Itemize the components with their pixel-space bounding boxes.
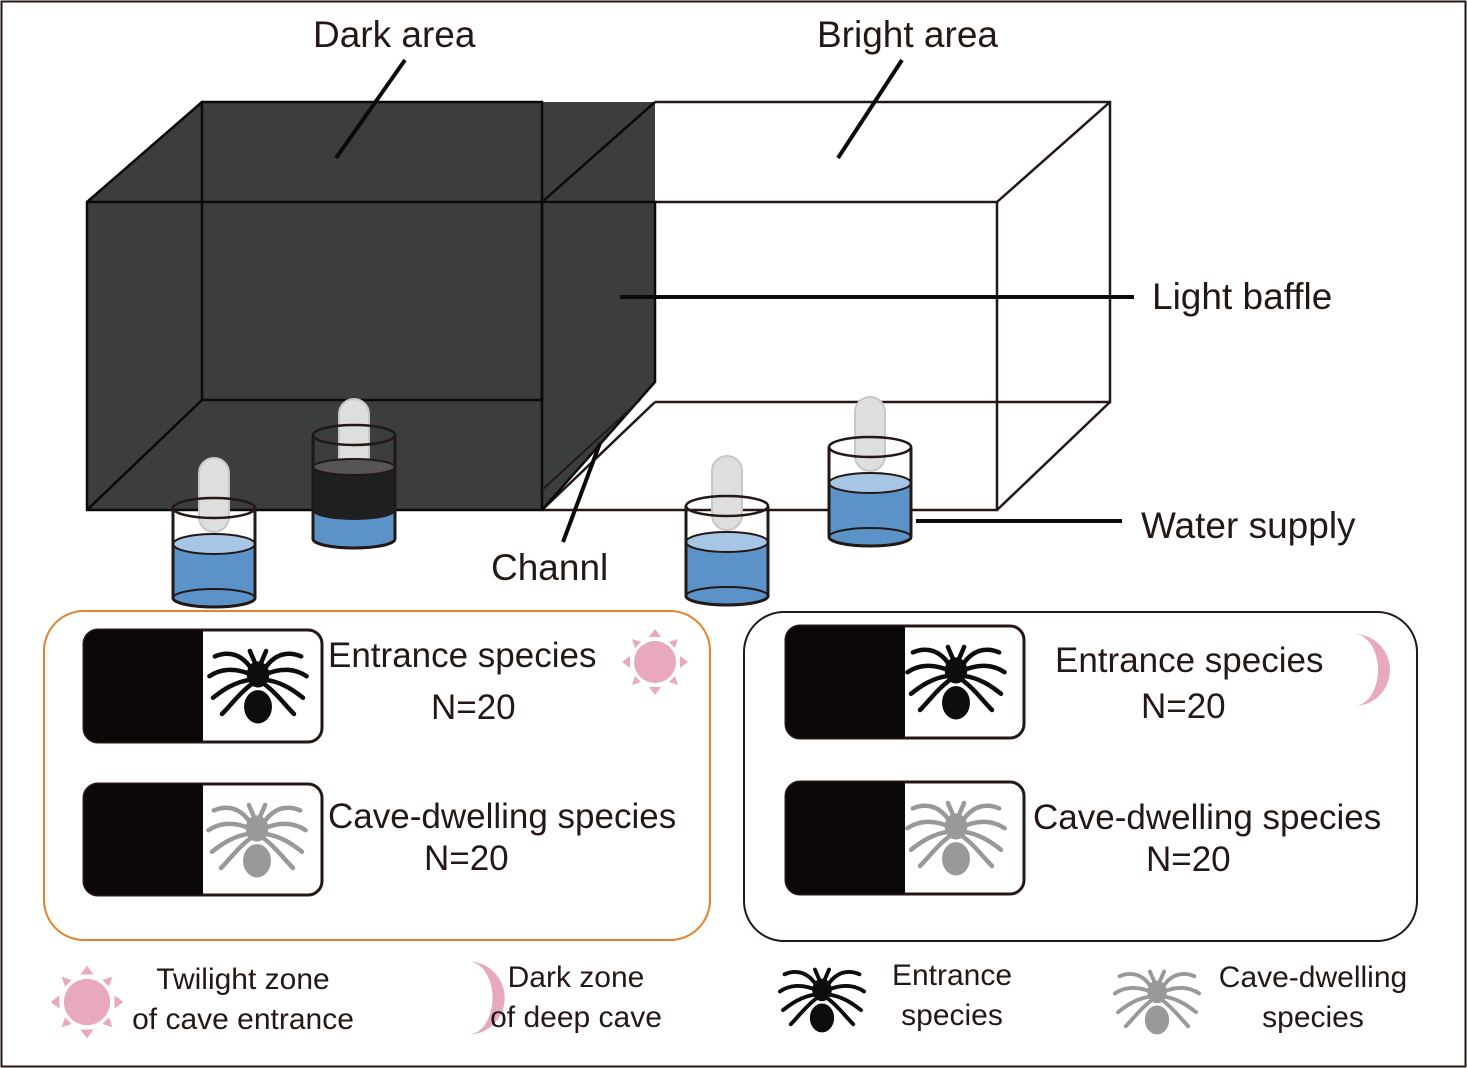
choice-box	[82, 628, 324, 744]
sample-size: N=20	[1146, 840, 1231, 879]
spider-icon	[777, 967, 867, 1034]
legend-cave-dwelling: Cave-dwelling species	[1206, 958, 1420, 1038]
species-label: Entrance species	[1055, 641, 1324, 680]
bright-area-pointer	[836, 58, 904, 160]
sun-icon	[622, 629, 688, 695]
spider-icon	[1112, 969, 1202, 1036]
bright-area-label: Bright area	[817, 14, 998, 55]
apparatus-box	[85, 100, 1112, 512]
choice-box	[784, 780, 1026, 896]
water-beaker-icon	[171, 395, 913, 609]
legend-cave-line1: Cave-dwelling	[1218, 961, 1408, 994]
legend-entrance: Entrance species	[872, 956, 1032, 1036]
choice-box	[784, 624, 1026, 740]
sample-size: N=20	[1141, 687, 1226, 726]
legend-cave-line2: species	[1262, 1001, 1364, 1034]
dark-area-pointer	[334, 58, 407, 160]
choice-box	[82, 782, 324, 897]
dark-group-panel	[743, 611, 1418, 942]
species-label: Cave-dwelling species	[328, 797, 677, 836]
dark-area-box	[87, 102, 655, 510]
water-supply-label: Water supply	[1141, 505, 1356, 546]
legend-dark-line2: of deep cave	[490, 1001, 662, 1034]
species-label: Cave-dwelling species	[1033, 798, 1382, 837]
legend-dark: Dark zone of deep cave	[476, 958, 676, 1038]
legend-twilight-line2: of cave entrance	[132, 1003, 354, 1036]
legend-dark-line1: Dark zone	[507, 961, 645, 994]
channel-label: Channl	[491, 547, 609, 588]
sample-size: N=20	[424, 839, 509, 878]
sample-size: N=20	[431, 688, 516, 727]
twilight-group-panel	[43, 610, 711, 941]
dark-area-label: Dark area	[313, 14, 476, 55]
sun-icon	[50, 965, 124, 1039]
legend-entrance-line1: Entrance	[891, 959, 1013, 992]
channel-pointer	[561, 442, 602, 543]
legend-twilight-line1: Twilight zone	[156, 963, 330, 996]
species-label: Entrance species	[328, 636, 597, 675]
legend-twilight: Twilight zone of cave entrance	[118, 960, 368, 1040]
moon-icon	[1354, 634, 1390, 706]
light-baffle-label: Light baffle	[1152, 276, 1333, 317]
legend-entrance-line2: species	[901, 999, 1003, 1032]
